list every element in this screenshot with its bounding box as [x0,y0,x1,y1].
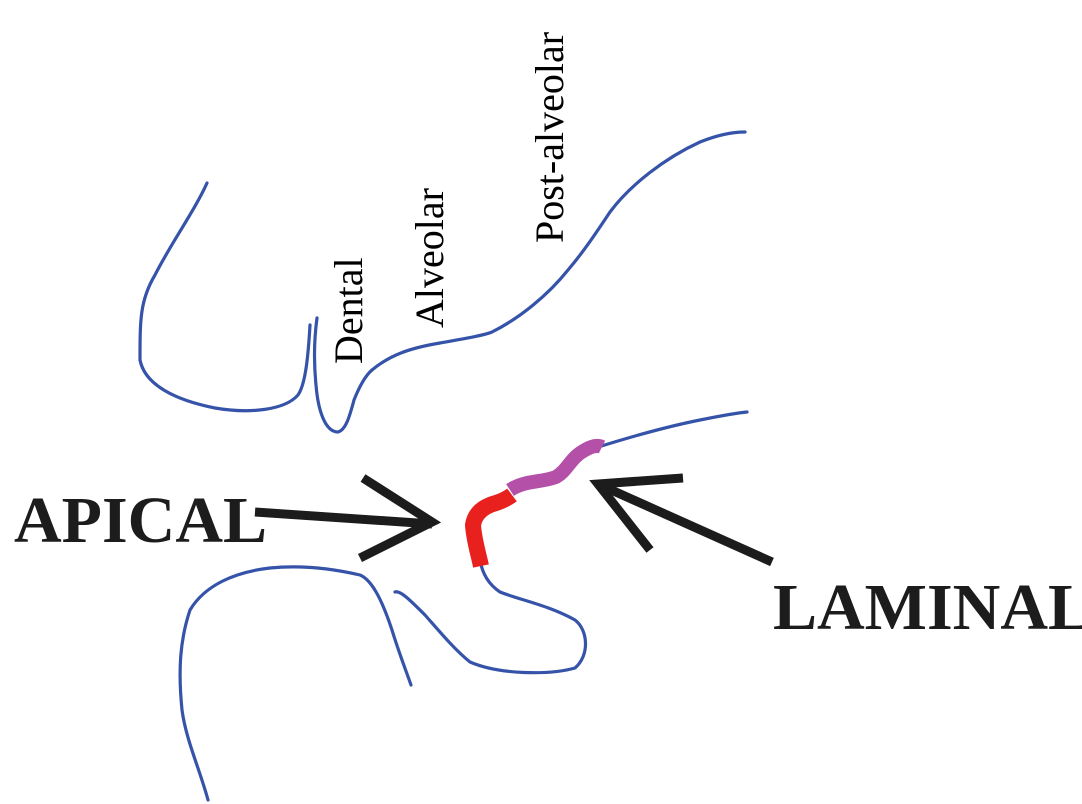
alveolar-label: Alveolar [407,188,452,328]
post-alveolar-label: Post-alveolar [527,32,572,243]
upper-lip-outline [140,183,310,411]
apical-region [473,495,512,566]
dental-label: Dental [326,257,371,364]
apical-arrow-shaft [255,512,432,524]
lower-lip-outline [180,567,411,800]
apical-label: APICAL [14,484,267,557]
laminal-label: LAMINAL [773,571,1082,644]
tongue-outline [395,560,586,673]
laminal-region [510,446,602,490]
tongue-dorsum-outline [595,412,747,448]
